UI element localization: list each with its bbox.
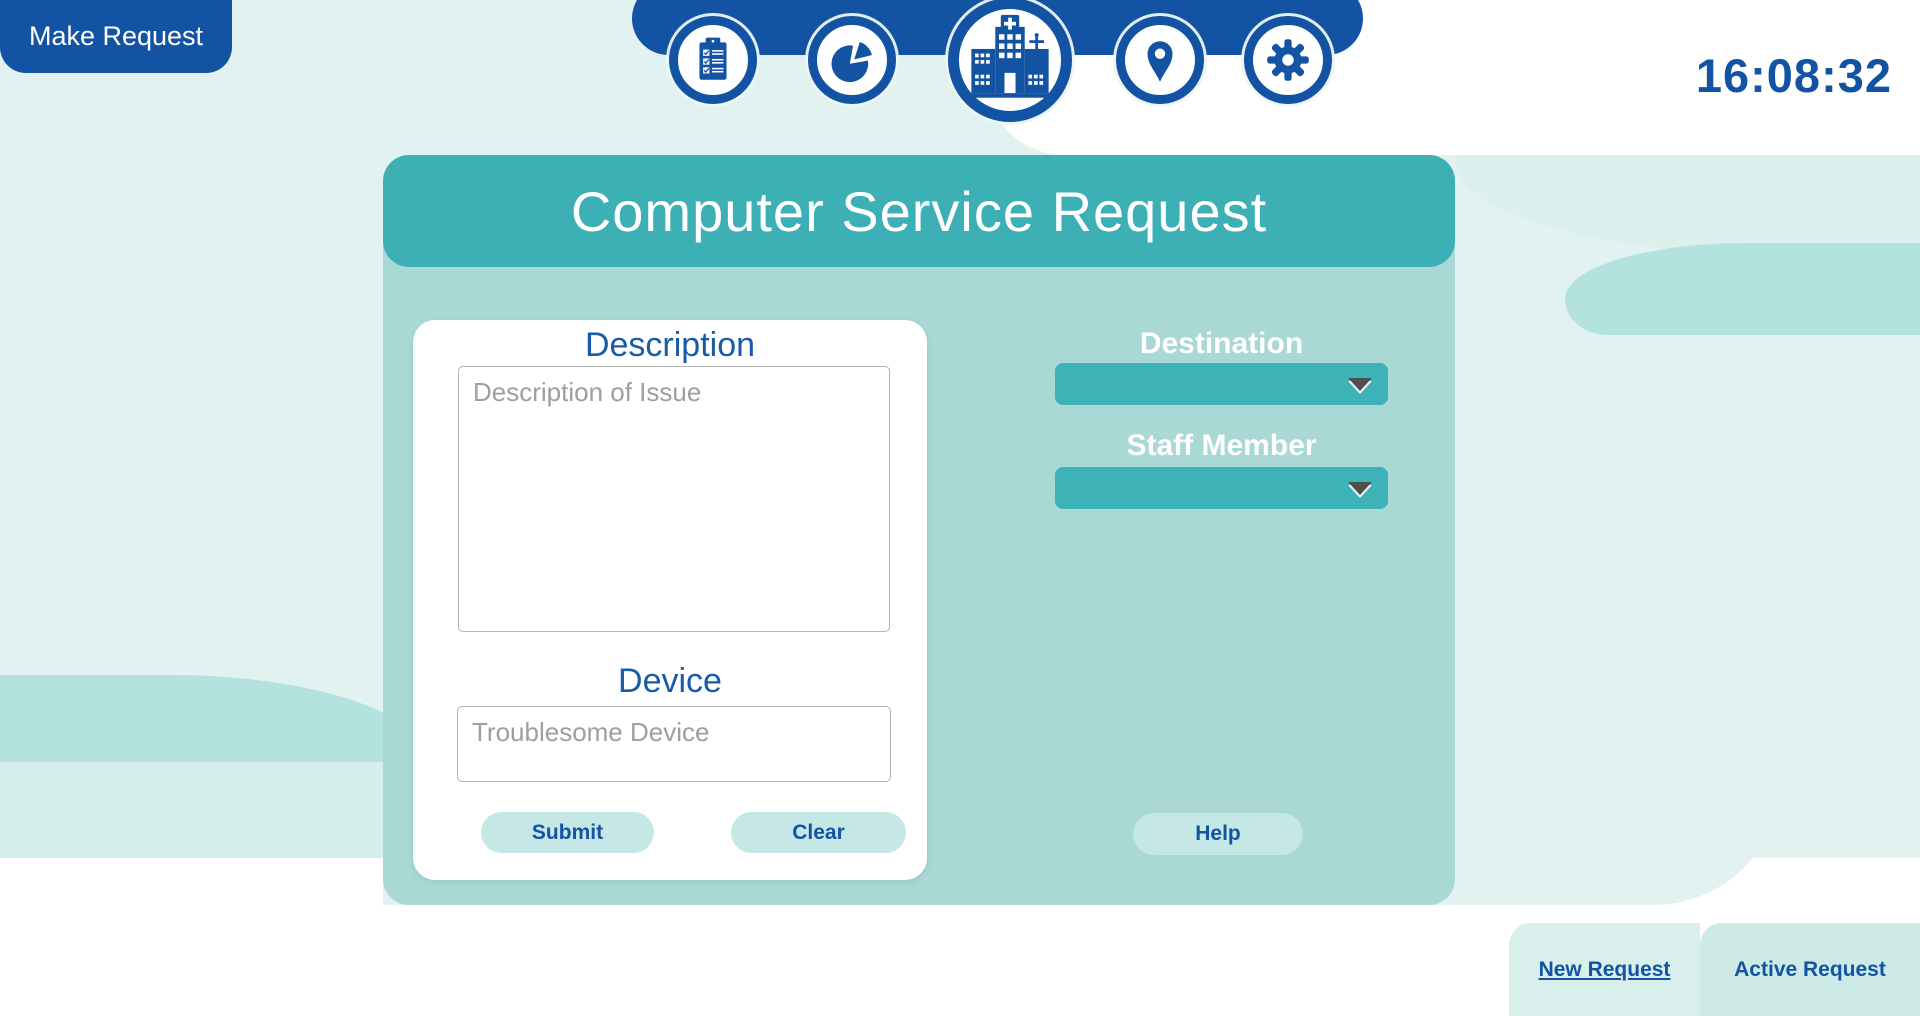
form-panel: Description Device Submit Clear — [413, 320, 927, 880]
make-request-label: Make Request — [28, 21, 204, 51]
nav-requests-button[interactable] — [669, 16, 757, 104]
page-title: Computer Service Request — [570, 179, 1268, 243]
service-request-card: Computer Service Request Description Dev… — [383, 155, 1455, 905]
decor-swoosh-left-lower — [0, 762, 384, 858]
decor-swoosh-right — [1565, 243, 1920, 335]
description-label: Description — [584, 326, 756, 364]
checklist-icon — [687, 34, 739, 86]
make-request-button[interactable]: Make Request — [0, 0, 232, 73]
submit-button[interactable]: Submit — [481, 812, 654, 853]
nav-reports-button[interactable] — [808, 16, 896, 104]
destination-label: Destination — [1139, 327, 1304, 360]
pie-chart-icon — [825, 33, 879, 87]
nav-hospital-button-active[interactable] — [948, 0, 1072, 122]
device-input[interactable] — [457, 706, 891, 782]
nav-locations-button[interactable] — [1116, 16, 1204, 104]
hospital-icon — [964, 14, 1056, 106]
nav-settings-button[interactable] — [1244, 16, 1332, 104]
staff-member-dropdown[interactable] — [1055, 467, 1388, 509]
clear-button[interactable]: Clear — [731, 812, 906, 853]
staff-member-label: Staff Member — [1126, 429, 1317, 462]
tab-new-request-label: New Request — [1538, 957, 1671, 981]
description-input[interactable] — [458, 366, 890, 632]
tab-active-request[interactable]: Active Request — [1700, 923, 1920, 1016]
settings-gear-icon — [1262, 34, 1314, 86]
chevron-down-icon — [1348, 482, 1372, 495]
location-pin-icon — [1134, 34, 1186, 86]
device-label: Device — [618, 662, 722, 700]
tab-active-request-label: Active Request — [1734, 957, 1886, 981]
card-header: Computer Service Request — [383, 155, 1455, 267]
destination-dropdown[interactable] — [1055, 363, 1388, 405]
help-button[interactable]: Help — [1133, 813, 1303, 855]
chevron-down-icon — [1348, 378, 1372, 391]
clock-display: 16:08:32 — [1695, 49, 1892, 102]
tab-new-request[interactable]: New Request — [1509, 923, 1700, 1016]
